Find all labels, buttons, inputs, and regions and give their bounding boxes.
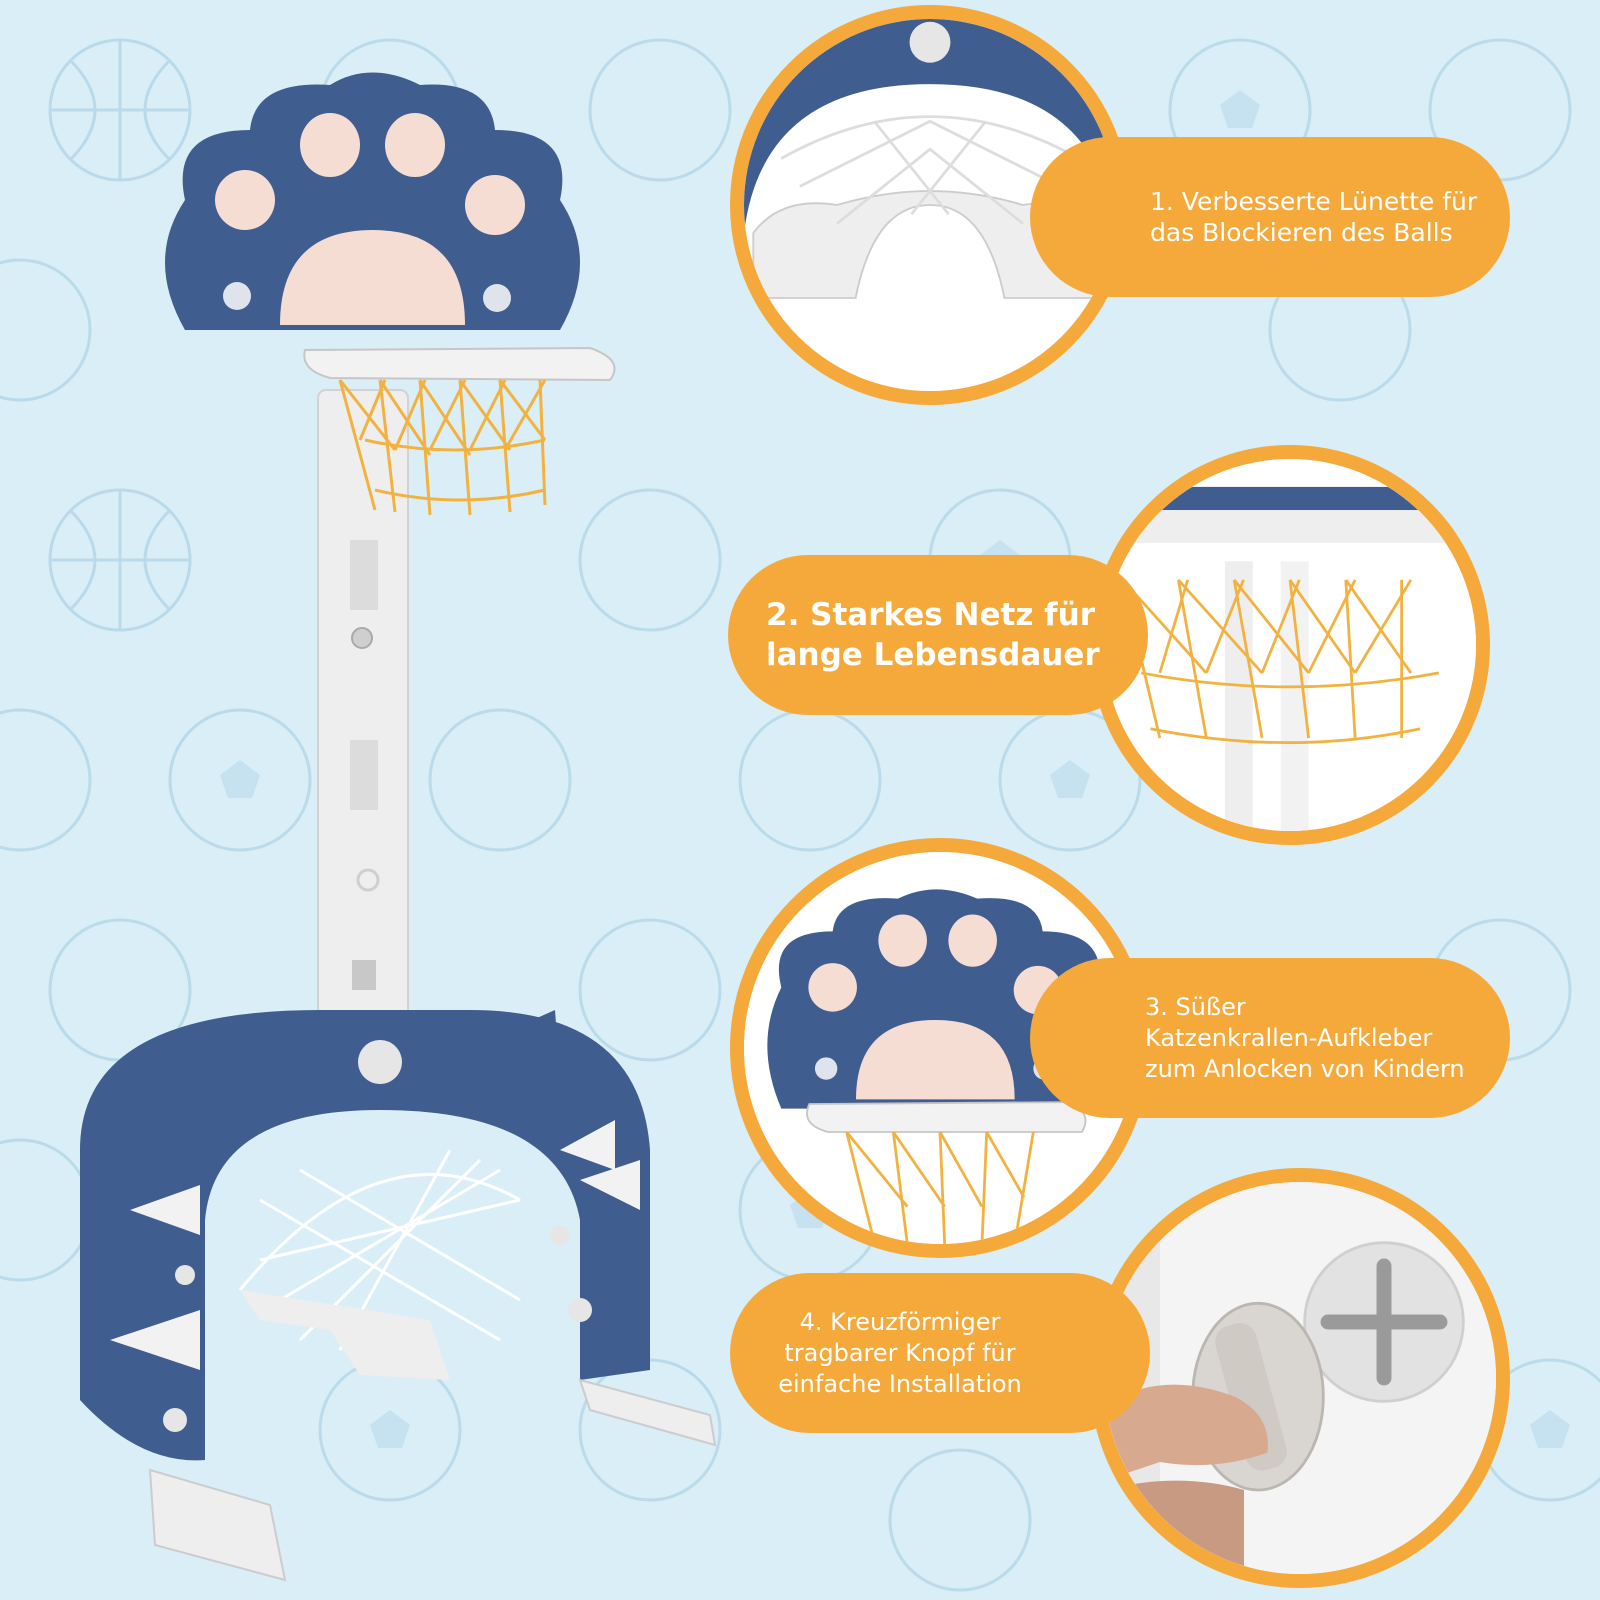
basketball-icon [888, 1448, 1032, 1592]
feature-label-3: 3. Süßer Katzenkrallen-Aufkleber zum Anl… [1145, 992, 1465, 1083]
feature-callout-4: 4. Kreuzförmiger tragbarer Knopf für ein… [730, 1273, 1150, 1433]
cat-goal-base [80, 1010, 650, 1461]
basketball-rim [303, 346, 616, 382]
detail-image-net [1090, 445, 1490, 845]
basketball-icon [738, 708, 882, 852]
feature-label-2: 2. Starkes Netz für lange Lebensdauer [766, 597, 1100, 673]
feature-label-4: 4. Kreuzförmiger tragbarer Knopf für ein… [778, 1307, 1022, 1398]
feature-callout-2: 2. Starkes Netz für lange Lebensdauer [728, 555, 1148, 715]
feature-callout-3: 3. Süßer Katzenkrallen-Aufkleber zum Anl… [1030, 958, 1510, 1118]
feature-label-1: 1. Verbesserte Lünette für das Blockiere… [1150, 187, 1478, 247]
golf-ball-icon [578, 918, 722, 1062]
base-foot-left [148, 1468, 287, 1582]
paw-backboard [165, 72, 580, 330]
goal-net [238, 1149, 521, 1351]
golf-ball-icon [428, 708, 572, 852]
detail-image-cross-knob [1090, 1168, 1510, 1588]
height-adjust-knob [351, 627, 373, 649]
golf-ball-icon [578, 488, 722, 632]
basketball-icon [0, 708, 92, 852]
basketball-stand-product [80, 72, 717, 1582]
soccer-ball-icon [168, 708, 312, 852]
feature-callout-1: 1. Verbesserte Lünette für das Blockiere… [1030, 137, 1510, 297]
base-foot-right [578, 1378, 717, 1447]
golf-ball-icon [588, 38, 732, 182]
stand-pole [317, 389, 409, 1031]
basketball-icon [0, 258, 92, 402]
basketball-net [338, 379, 547, 516]
